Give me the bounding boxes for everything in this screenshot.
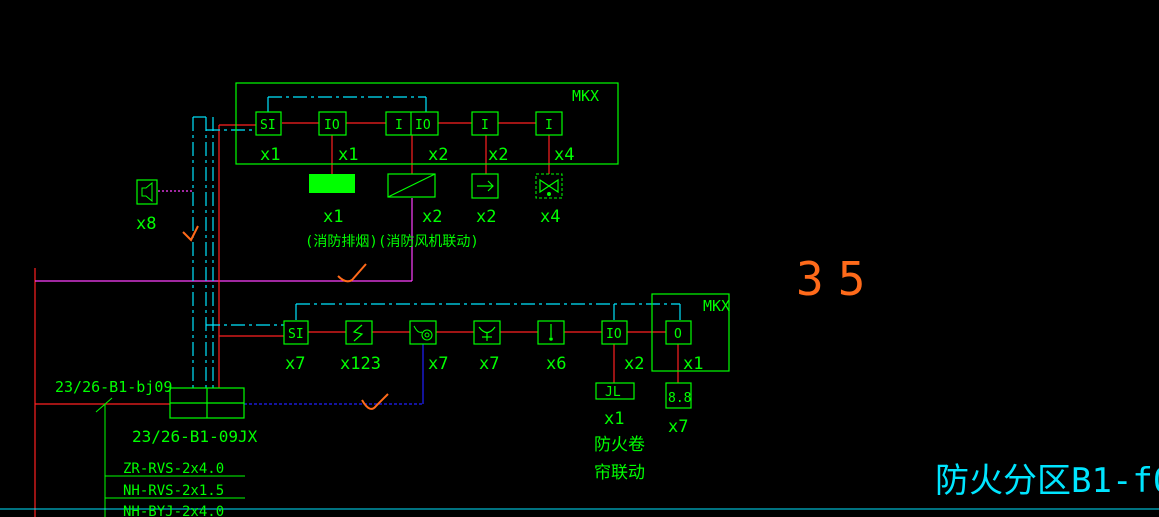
- device-count: x2: [422, 207, 442, 227]
- smoke-detector-icon: [413, 325, 433, 341]
- fan-linkage-device[interactable]: x2 (消防风机联动): [378, 173, 479, 250]
- check-mark: [337, 263, 367, 283]
- sub-panel[interactable]: MKX O x1: [651, 293, 730, 374]
- cable-spec-1: ZR-RVS-2x4.0: [123, 461, 224, 477]
- valve-device[interactable]: x4: [535, 173, 563, 227]
- speaker-count: x8: [136, 214, 156, 234]
- display-count: x7: [668, 417, 688, 437]
- module-count: x4: [554, 145, 574, 165]
- display-icon: [665, 382, 692, 409]
- wiring: [0, 96, 1159, 517]
- top-devices: x1 (消防排烟) x2 (消防风机联动) x2: [305, 173, 563, 250]
- manual-alarm-icon: [549, 324, 553, 341]
- top-panel[interactable]: MKX SI x1 IO x1 I IO x2 I x2 I x4: [235, 82, 619, 165]
- arrow-right-box-icon: [471, 173, 499, 199]
- module-code: O: [674, 327, 682, 342]
- display-label: 8.8: [668, 391, 691, 406]
- module-code: I: [545, 118, 553, 133]
- cable-tag: 23/26-B1-bj09: [55, 378, 172, 396]
- bottom-module-hydrant[interactable]: x7: [473, 320, 501, 374]
- sub-panel-frame: [651, 293, 730, 372]
- roller-note-1: 防火卷: [594, 435, 645, 455]
- top-module-i-3[interactable]: I x4: [535, 111, 574, 165]
- check-mark: [182, 225, 199, 242]
- module-count: x6: [546, 354, 566, 374]
- bottom-module-si[interactable]: SI x7: [283, 320, 309, 374]
- module-count: x1: [260, 145, 280, 165]
- module-code: IO: [324, 118, 340, 133]
- zone-title: 防火分区B1-f09: [935, 461, 1159, 501]
- module-count: x7: [428, 354, 448, 374]
- roller-shutter-device[interactable]: JL x1 防火卷 帘联动: [594, 382, 645, 483]
- module-code: SI: [288, 327, 304, 342]
- device-count: x2: [476, 207, 496, 227]
- module-code: I: [481, 118, 489, 133]
- module-code: SI: [260, 118, 276, 133]
- device-count: x1: [323, 207, 343, 227]
- handwritten-annotations: [182, 225, 389, 410]
- bottom-module-heat[interactable]: x123: [340, 320, 381, 374]
- diagonal-box-icon: [387, 173, 436, 198]
- module-count: x1: [338, 145, 358, 165]
- cable-spec-2: NH-RVS-2x1.5: [123, 483, 224, 499]
- top-module-i-2[interactable]: I x2: [471, 111, 508, 165]
- module-code: IO: [606, 327, 622, 342]
- bottom-panel[interactable]: SI x7 x123 x7 x7: [283, 293, 730, 374]
- roller-note-2: 帘联动: [594, 463, 645, 483]
- sub-panel-title: MKX: [703, 297, 730, 315]
- module-count: x123: [340, 354, 381, 374]
- module-count: x2: [488, 145, 508, 165]
- handwritten-number: 35: [796, 252, 879, 306]
- top-module-i-io[interactable]: I IO x2: [385, 111, 448, 165]
- roller-count: x1: [604, 409, 624, 429]
- top-module-io-1[interactable]: IO x1: [318, 111, 358, 165]
- display-device[interactable]: 8.8 x7: [665, 382, 692, 437]
- cable-spec-3: NH-BYJ-2x4.0: [123, 504, 224, 517]
- module-count: x2: [428, 145, 448, 165]
- top-module-si[interactable]: SI x1: [255, 111, 282, 165]
- bottom-module-manual[interactable]: x6: [537, 320, 566, 374]
- hydrant-button-icon: [478, 326, 496, 341]
- bottom-module-smoke[interactable]: x7: [409, 320, 448, 374]
- device-note: (消防风机联动): [378, 234, 479, 250]
- filled-rect-icon: [309, 174, 355, 193]
- roller-shutter-icon: [595, 382, 635, 400]
- cable-spec-list: ZR-RVS-2x4.0 NH-RVS-2x1.5 NH-BYJ-2x4.0: [123, 461, 224, 517]
- arrow-device[interactable]: x2: [471, 173, 499, 227]
- device-count: x4: [540, 207, 560, 227]
- module-count: x1: [683, 354, 703, 374]
- roller-label: JL: [605, 385, 621, 400]
- module-code: IO: [415, 118, 431, 133]
- check-mark: [361, 393, 389, 410]
- module-count: x7: [479, 354, 499, 374]
- junction-box[interactable]: 23/26-B1-09JX: [132, 387, 258, 446]
- module-code: I: [395, 118, 403, 133]
- speaker-device[interactable]: x8: [136, 179, 158, 234]
- top-panel-frame: [235, 82, 619, 165]
- valve-icon: [535, 173, 563, 199]
- speaker-icon: [136, 179, 158, 205]
- module-count: x2: [624, 354, 644, 374]
- top-panel-title: MKX: [572, 87, 599, 105]
- module-count: x7: [285, 354, 305, 374]
- device-note: (消防排烟): [305, 234, 378, 250]
- junction-label: 23/26-B1-09JX: [132, 427, 258, 446]
- smoke-exhaust-device[interactable]: x1 (消防排烟): [305, 174, 378, 250]
- heat-detector-icon: [345, 320, 373, 345]
- bottom-module-io[interactable]: IO x2: [601, 320, 644, 374]
